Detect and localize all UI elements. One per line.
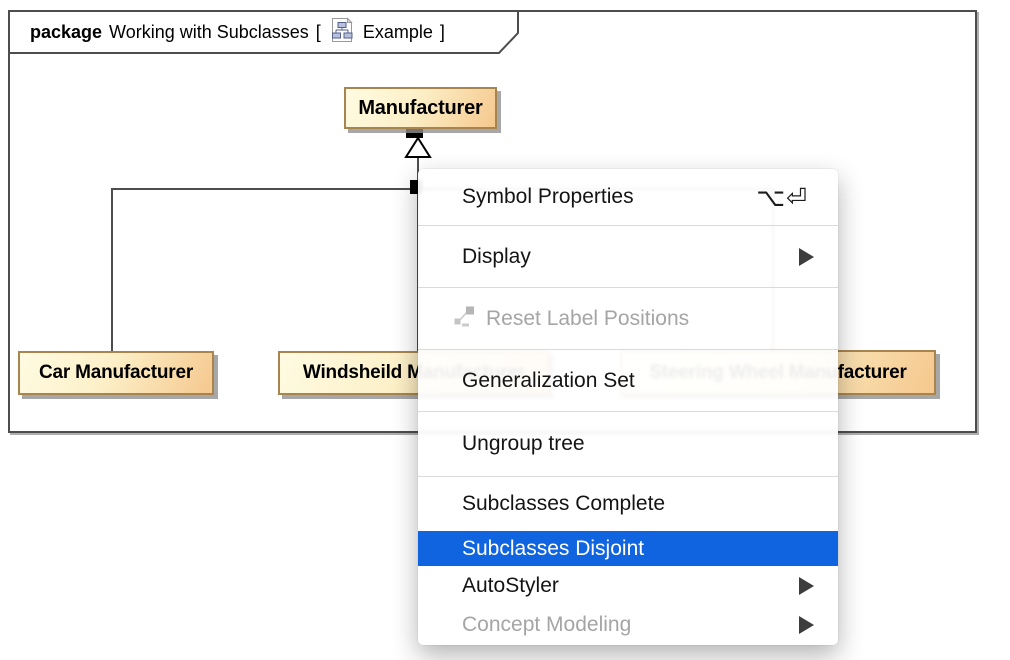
menu-separator — [418, 287, 838, 288]
frame-close-bracket: ] — [439, 21, 445, 42]
menu-item-autostyler[interactable]: AutoStyler — [418, 566, 838, 605]
menu-item-label: Reset Label Positions — [486, 306, 690, 330]
package-frame-header: package Working with Subclasses [ Exampl… — [30, 16, 445, 48]
class-label: Car Manufacturer — [38, 362, 194, 383]
frame-diagram-name: Example — [362, 21, 433, 42]
option-return-shortcut-icon: ⌥⏎ — [756, 182, 808, 212]
submenu-arrow-icon — [799, 616, 814, 634]
menu-separator — [418, 349, 838, 350]
frame-title: Working with Subclasses — [109, 21, 309, 42]
menu-item-concept-modeling: Concept Modeling — [418, 605, 838, 645]
class-node-car-manufacturer[interactable]: Car Manufacturer — [18, 351, 214, 395]
menu-item-label: Subclasses Disjoint — [462, 536, 645, 560]
menu-separator — [418, 411, 838, 412]
menu-item-symbol-properties[interactable]: Symbol Properties ⌥⏎ — [418, 169, 838, 225]
menu-item-generalization-set[interactable]: Generalization Set — [418, 350, 838, 411]
frame-keyword: package — [30, 21, 103, 42]
menu-item-ungroup-tree[interactable]: Ungroup tree — [418, 412, 838, 476]
menu-item-label: Ungroup tree — [462, 432, 585, 455]
menu-separator — [418, 225, 838, 226]
submenu-arrow-icon — [799, 247, 814, 266]
menu-item-label: Generalization Set — [462, 368, 635, 392]
menu-separator — [418, 476, 838, 477]
menu-item-subclasses-complete[interactable]: Subclasses Complete — [418, 477, 838, 531]
menu-item-subclasses-disjoint[interactable]: Subclasses Disjoint — [418, 531, 838, 566]
generalization-arrowhead-icon — [404, 136, 432, 158]
reset-label-positions-icon — [452, 304, 476, 334]
submenu-arrow-icon — [799, 576, 814, 595]
context-menu: Symbol Properties ⌥⏎ Display Reset Label… — [418, 169, 838, 645]
menu-item-label: Symbol Properties — [462, 185, 634, 208]
class-label: Manufacturer — [358, 96, 483, 119]
class-node-manufacturer[interactable]: Manufacturer — [344, 87, 497, 129]
class-diagram-icon — [329, 16, 355, 48]
generalization-branch-left[interactable] — [111, 188, 113, 353]
menu-item-label: AutoStyler — [462, 573, 559, 597]
menu-item-label: Display — [462, 244, 531, 268]
frame-open-bracket: [ — [315, 21, 321, 42]
menu-item-label: Subclasses Complete — [462, 492, 666, 515]
package-frame-tab — [8, 10, 519, 54]
menu-item-reset-label-positions: Reset Label Positions — [418, 288, 838, 349]
menu-item-display[interactable]: Display — [418, 226, 838, 287]
menu-item-label: Concept Modeling — [462, 613, 632, 636]
